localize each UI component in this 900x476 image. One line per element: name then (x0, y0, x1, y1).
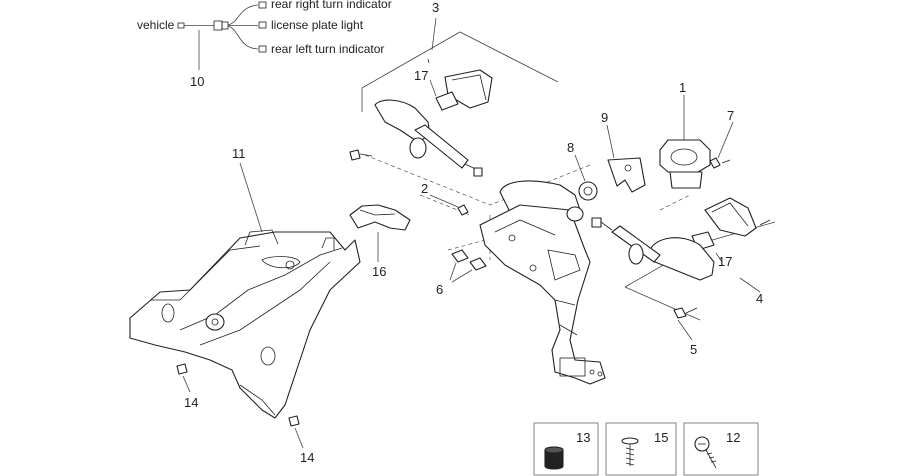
connector-icon (213, 20, 223, 31)
assembly-outlines (361, 31, 776, 321)
kit-15-label: 15 (654, 430, 668, 445)
callout-14a: 14 (184, 395, 198, 410)
connector-icon (221, 21, 229, 30)
connector-icon (591, 217, 602, 228)
part-9-bracket (606, 124, 646, 193)
wiring-source-label: vehicle (137, 18, 175, 32)
hardware-kit: 13 15 12 (533, 422, 759, 476)
part-8-grommet (574, 154, 598, 201)
part-14-nut (176, 363, 191, 393)
part-7-screw (709, 121, 734, 169)
kit-box-13: 13 (533, 422, 599, 476)
callout-17a: 17 (414, 68, 428, 83)
kit-12-label: 12 (726, 430, 740, 445)
callout-5: 5 (690, 342, 697, 357)
part-2-screw (429, 194, 469, 216)
kit-box-12: 12 (683, 422, 759, 476)
callout-9: 9 (601, 110, 608, 125)
callout-7: 7 (727, 108, 734, 123)
connector-icon (177, 22, 185, 29)
wiring-schematic: vehicle rear right turn indicator licens… (137, 0, 392, 89)
connector-icon (258, 1, 267, 9)
callout-4: 4 (756, 291, 763, 306)
kit-13-label: 13 (576, 430, 590, 445)
wiring-output-1: rear right turn indicator (271, 0, 392, 11)
part-11-rear-undertray (129, 229, 361, 419)
connector-icon (258, 45, 267, 53)
callout-3: 3 (432, 0, 439, 15)
callout-11: 11 (232, 146, 246, 161)
part-1-license-light (659, 95, 711, 189)
wiring-output-3: rear left turn indicator (271, 42, 384, 56)
connector-icon (258, 21, 267, 29)
part-6-nuts (449, 249, 487, 283)
callout-8: 8 (567, 140, 574, 155)
callout-1: 1 (679, 80, 686, 95)
left-turn-indicator-assembly (349, 58, 493, 177)
license-plate-bracket (479, 180, 606, 385)
right-turn-indicator-assembly (591, 197, 771, 281)
callout-2: 2 (421, 181, 428, 196)
kit-box-15: 15 (605, 422, 677, 476)
connector-icon (473, 167, 483, 177)
callout-6: 6 (436, 282, 443, 297)
callout-14b: 14 (300, 450, 314, 465)
part-14-nut (288, 415, 304, 449)
part-5-screw (673, 307, 698, 341)
callout-16: 16 (372, 264, 386, 279)
callout-10: 10 (190, 74, 204, 89)
callout-17b: 17 (718, 254, 732, 269)
part-16-clip (349, 204, 411, 262)
wiring-output-2: license plate light (271, 18, 364, 32)
